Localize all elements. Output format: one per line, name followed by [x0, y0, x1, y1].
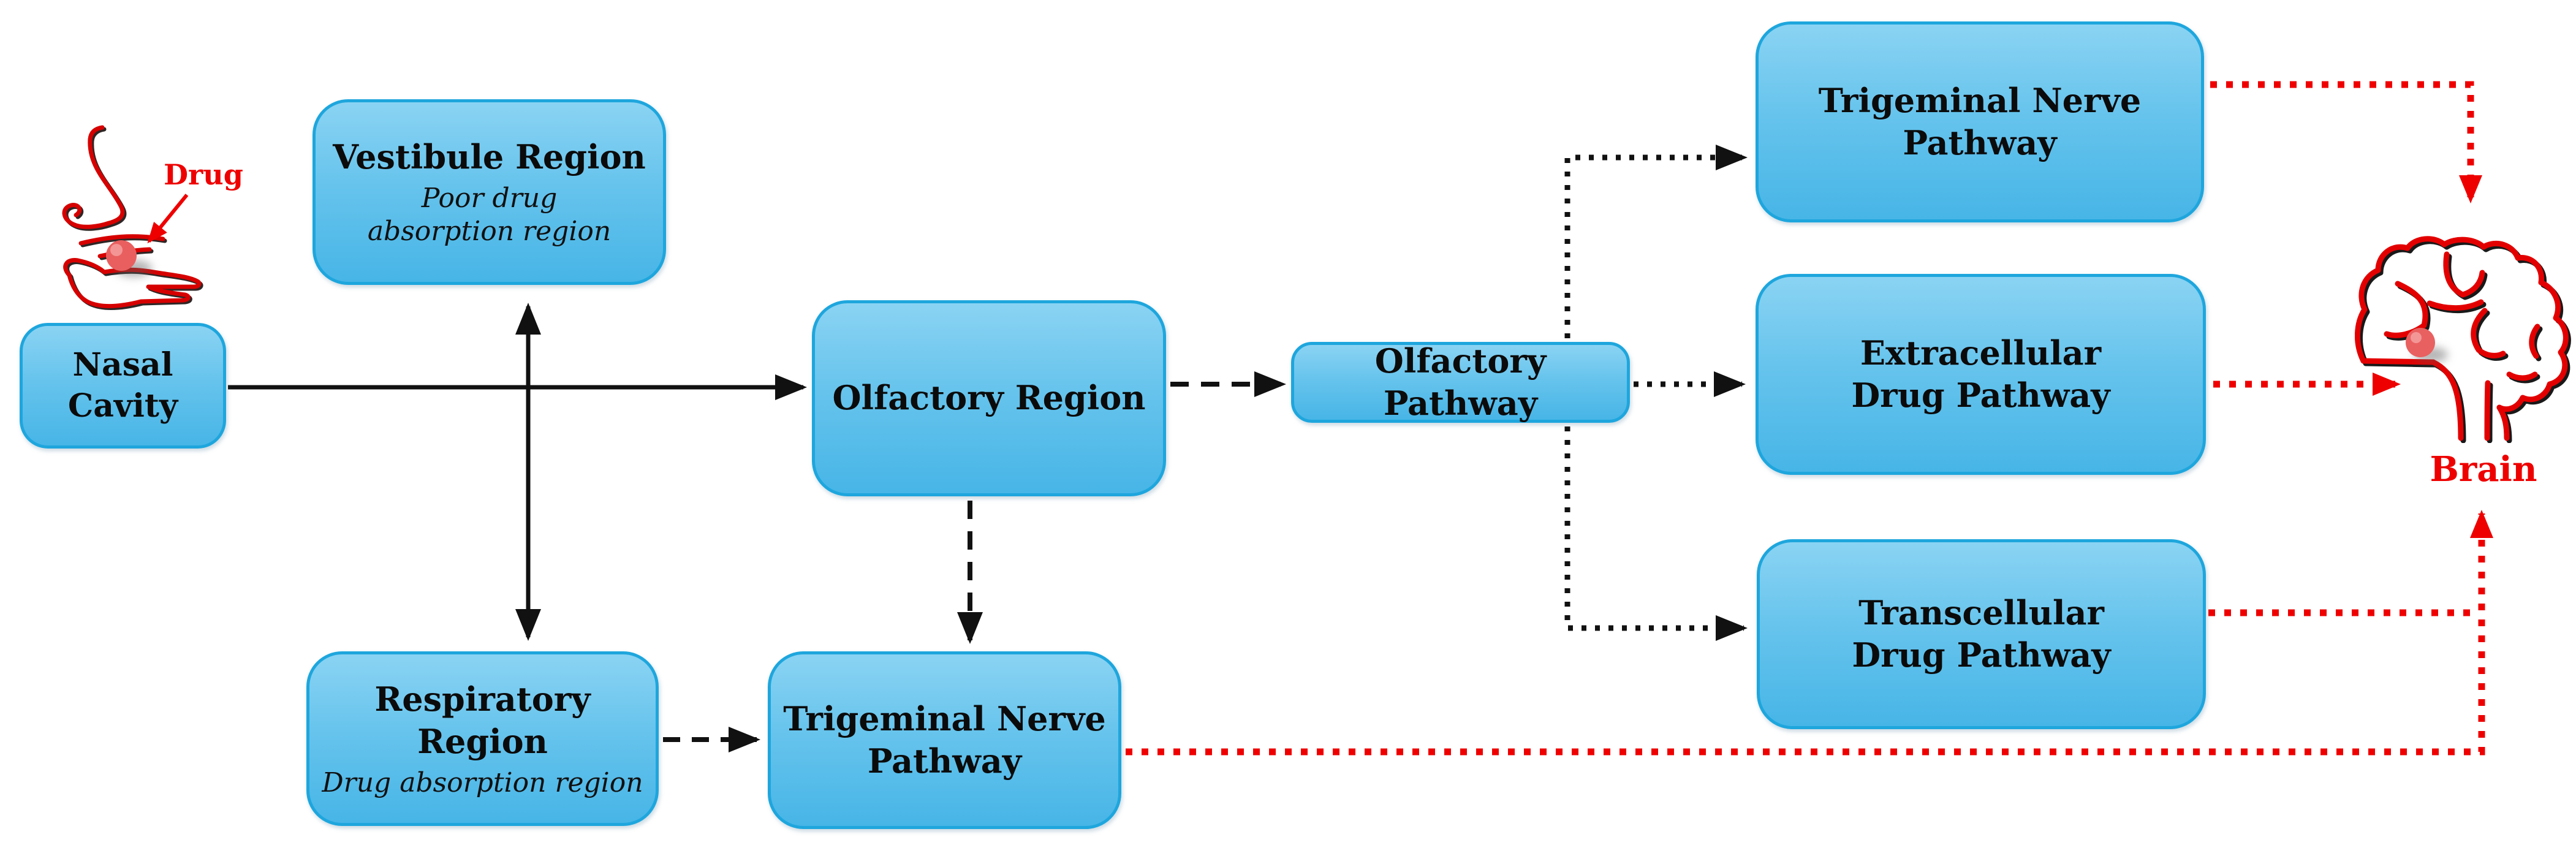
node-title: Respiratory Region	[374, 679, 591, 761]
brain-sulcus-2	[2443, 251, 2485, 298]
node-trigeminal-nerve-pathway-lower: Trigeminal Nerve Pathway	[768, 651, 1121, 829]
nose-hand-drug-icon	[62, 125, 202, 309]
node-vestibule-region: Vestibule Region Poor drug absorption re…	[313, 99, 666, 285]
node-respiratory-region: Respiratory Region Drug absorption regio…	[306, 651, 659, 826]
node-title: Olfactory Region	[832, 378, 1146, 418]
drug-label: Drug	[164, 158, 243, 191]
node-title: Extracellular Drug Pathway	[1851, 333, 2110, 415]
edge-olfactory-pathway-to-trigeminal-upper	[1564, 145, 1748, 338]
node-subtitle: Poor drug absorption region	[367, 183, 612, 248]
brain-label: Brain	[2430, 449, 2537, 490]
node-olfactory-pathway: Olfactory Pathway	[1291, 341, 1630, 423]
brain-icon	[2355, 236, 2569, 441]
brain-sulcus-1	[2384, 281, 2428, 338]
brain-stem-right	[2496, 404, 2510, 441]
node-title: Trigeminal Nerve Pathway	[783, 699, 1106, 781]
drug-ball	[106, 240, 137, 271]
node-olfactory-region: Olfactory Region	[812, 300, 1166, 496]
brain-sulcus-5	[2529, 324, 2540, 359]
brain-sulcus-3	[2426, 299, 2484, 311]
brain-bottom-edge	[2360, 358, 2436, 365]
node-title: Nasal Cavity	[67, 346, 178, 425]
node-title: Trigeminal Nerve Pathway	[1818, 80, 2142, 162]
hand-outline	[63, 258, 202, 309]
brain-stem-middle	[2484, 380, 2491, 441]
brain-cortex-outline	[2355, 236, 2569, 412]
node-nasal-cavity: Nasal Cavity	[20, 323, 226, 449]
node-subtitle: Drug absorption region	[322, 767, 643, 798]
nose-outline	[62, 125, 125, 229]
node-trigeminal-nerve-pathway-upper: Trigeminal Nerve Pathway	[1756, 21, 2204, 222]
brain-drug-ball	[2406, 328, 2435, 357]
node-title: Olfactory Pathway	[1374, 341, 1547, 423]
brain-sulcus-6	[2506, 371, 2538, 381]
node-extracellular-drug-pathway: Extracellular Drug Pathway	[1756, 274, 2206, 475]
node-transcellular-drug-pathway: Transcellular Drug Pathway	[1757, 539, 2206, 729]
brain-sulcus-4	[2471, 308, 2506, 358]
edge-olfactory-pathway-to-transcellular	[1564, 426, 1748, 641]
brain-drug-ball-highlight	[2411, 332, 2422, 343]
node-title: Transcellular Drug Pathway	[1852, 593, 2111, 675]
node-title: Vestibule Region	[333, 137, 646, 177]
drug-ball-highlight	[110, 244, 123, 256]
brain-stem-left	[2430, 359, 2464, 441]
edge-trigeminal-upper-to-brain	[2210, 81, 2482, 203]
